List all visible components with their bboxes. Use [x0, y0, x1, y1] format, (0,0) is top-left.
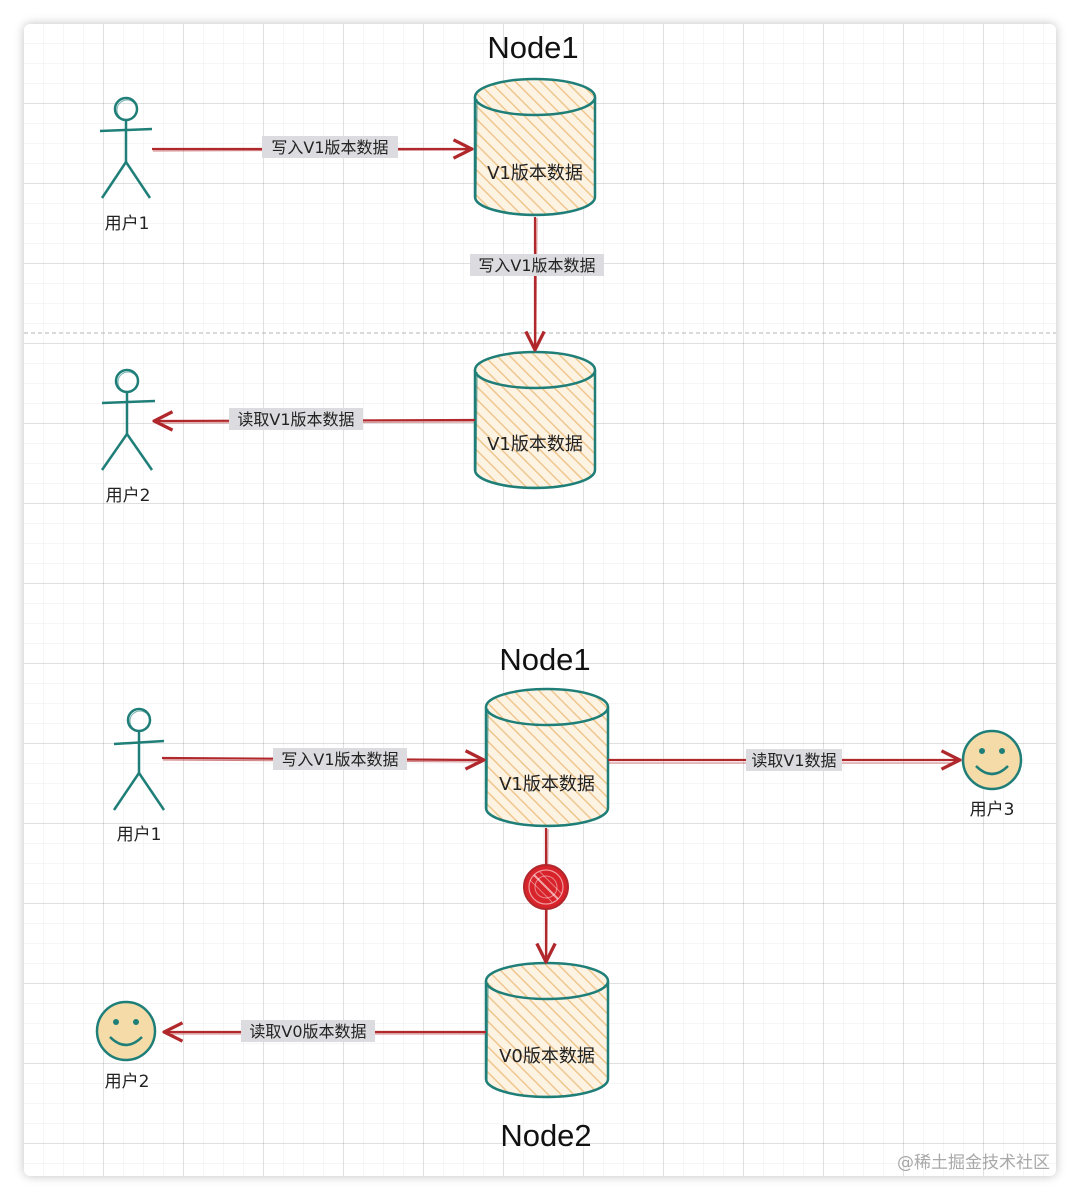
node-title: Node2	[500, 1118, 591, 1153]
edge-read-user3: 读取V1数据	[608, 749, 958, 771]
edge-write: 写入V1版本数据	[152, 136, 470, 158]
database-node1: V1版本数据	[484, 687, 610, 828]
user-1-stick-figure-icon	[99, 96, 153, 199]
database-node1-top: V1版本数据	[473, 77, 597, 217]
edge-sync: 写入V1版本数据	[470, 217, 604, 348]
database-node1-replica: V1版本数据	[473, 350, 597, 490]
edge-label: 写入V1版本数据	[478, 256, 595, 275]
database-label: V1版本数据	[487, 434, 583, 455]
user-label: 用户2	[105, 1072, 150, 1092]
edge-label: 写入V1版本数据	[271, 138, 388, 157]
user-1-stick-figure-icon	[112, 707, 166, 811]
user-3-smiley-icon	[961, 729, 1023, 791]
user-2-stick-figure-icon	[100, 368, 156, 471]
edge-read-user2: 读取V0版本数据	[166, 1020, 486, 1042]
user-label: 用户1	[117, 825, 162, 845]
scene-1: Node1 V1版本数据 V1版本数据	[99, 30, 604, 506]
edge-label: 读取V0版本数据	[249, 1022, 366, 1041]
node-title: Node1	[499, 642, 590, 677]
database-node2: V0版本数据	[484, 961, 610, 1099]
database-label: V1版本数据	[487, 163, 583, 184]
node-title: Node1	[487, 30, 578, 65]
user-label: 用户3	[970, 800, 1015, 820]
blocked-icon	[523, 864, 569, 910]
watermark: @稀土掘金技术社区	[897, 1153, 1050, 1173]
scene-2: Node1 Node2 V1版本数据 V0版本数据	[95, 642, 1023, 1153]
edge-label: 写入V1版本数据	[281, 750, 398, 769]
edge-label: 读取V1数据	[751, 751, 836, 770]
database-label: V0版本数据	[499, 1046, 595, 1067]
user-label: 用户1	[105, 214, 150, 234]
edge-label: 读取V1版本数据	[237, 410, 354, 429]
user-label: 用户2	[106, 486, 151, 506]
edge-write: 写入V1版本数据	[161, 748, 482, 770]
user-2-smiley-icon	[95, 1000, 157, 1062]
edge-read: 读取V1版本数据	[156, 408, 476, 430]
database-label: V1版本数据	[499, 774, 595, 795]
